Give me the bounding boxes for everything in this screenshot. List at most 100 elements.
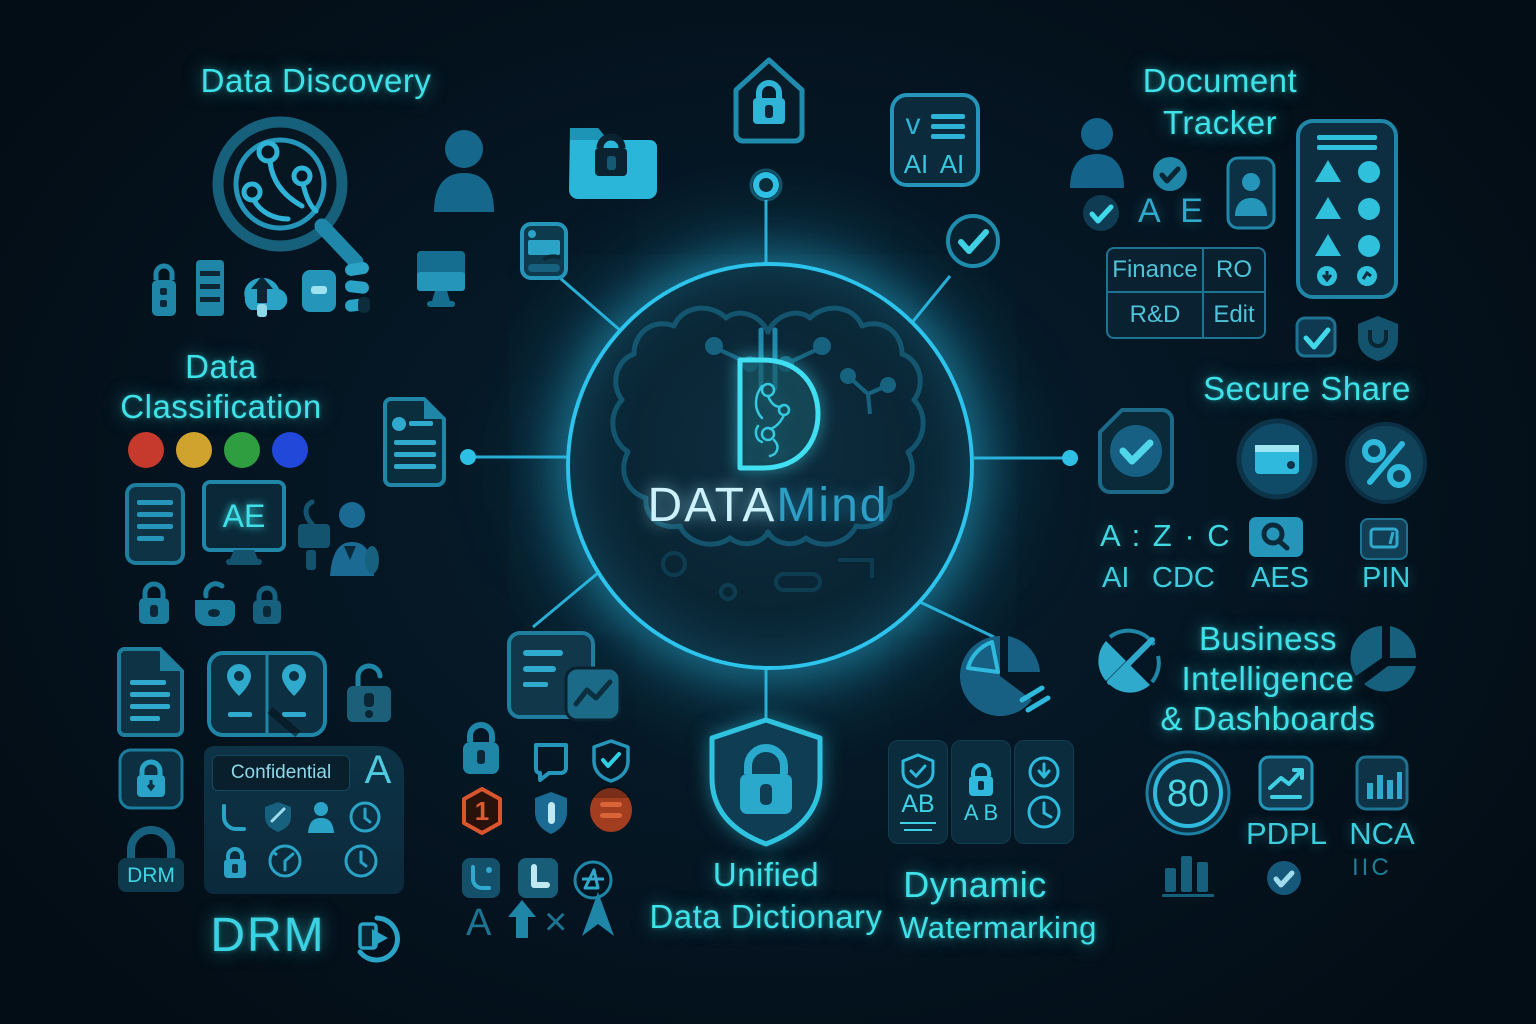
brand-mind: Mind <box>776 479 889 532</box>
label-cdc: CDC <box>1152 562 1215 594</box>
ae-monitor-label: AE <box>223 498 266 534</box>
confidential-letter-a: A <box>364 748 392 792</box>
wm-ab1-label: AB <box>901 790 935 818</box>
user-icon <box>434 130 494 212</box>
pin-badge-icon <box>1360 518 1408 560</box>
lock-closed-icon-1 <box>139 581 169 624</box>
permissions-table: Finance RO R&D Edit <box>1106 247 1266 339</box>
card-photo-icon <box>520 222 568 280</box>
brain-icon <box>610 305 926 601</box>
label-pin: PIN <box>1362 562 1411 594</box>
bi-title-1: Business <box>1199 620 1337 657</box>
card-circle-icon <box>1236 418 1318 500</box>
ai-card-ai1: AI <box>904 149 929 179</box>
clock-small-icon-2 <box>344 844 378 878</box>
dot-yellow <box>176 432 212 468</box>
confidential-label: Confidential <box>212 755 350 791</box>
compass-icon <box>573 860 613 900</box>
clock-small-icon-1 <box>349 801 381 833</box>
wm-clock-down-icon <box>1028 756 1060 787</box>
label-iic: IIC <box>1352 854 1392 881</box>
brand-data: DATA <box>647 479 777 532</box>
udd-title-2: Data Dictionary <box>649 898 883 935</box>
brand-wordmark: DATAMind <box>566 478 970 533</box>
sim-check-icon <box>1098 408 1174 494</box>
tracker-user-icon <box>1070 118 1124 188</box>
drm-small-label: DRM <box>127 864 175 887</box>
wm-cell-time <box>1014 740 1074 844</box>
wm-shield-icon <box>901 753 935 789</box>
document-tracker-title-1: Document <box>1142 62 1298 99</box>
label-nca: NCA <box>1349 816 1415 851</box>
wm-cell-lock: A B <box>951 740 1011 844</box>
home-lock-icon <box>733 57 805 144</box>
lock-closed-icon-2 <box>253 585 281 624</box>
classified-doc-icon <box>125 483 185 565</box>
data-classification-title-1: Data <box>185 348 257 385</box>
document-node-icon <box>383 397 446 487</box>
doc-chart-icon <box>507 631 622 722</box>
lock-square-icon <box>118 748 184 810</box>
hex-one-label: 1 <box>475 796 489 826</box>
ai-card-v: v <box>906 108 921 141</box>
red-equal-icon <box>590 786 632 832</box>
lock-alert-icon <box>347 663 391 722</box>
server-icon <box>196 260 224 316</box>
watermark-title-1: Dynamic <box>903 864 1047 905</box>
lock-open-icon <box>195 581 235 626</box>
bar-chart-small-icon <box>1162 856 1214 897</box>
data-discovery-title: Data Discovery <box>200 62 432 99</box>
table-cell-ro: RO <box>1204 249 1264 293</box>
shield-one-icon <box>535 792 567 834</box>
ai-card-ai2: AI <box>940 149 965 179</box>
drm-big-label: DRM <box>210 909 326 962</box>
bi-title-2: Intelligence <box>1181 660 1355 697</box>
shield-check-icon-bc <box>592 739 630 783</box>
upload-icon <box>244 276 288 317</box>
dot-blue <box>272 432 308 468</box>
drm-rotate-icon <box>357 915 400 963</box>
doc-lines-icon <box>117 647 184 737</box>
drm-lock-small-icon: DRM <box>118 826 184 892</box>
pdpl-chart-icon <box>1258 755 1314 811</box>
analyst-desk-icon <box>298 499 379 576</box>
shield-pen-icon <box>265 802 291 832</box>
udd-title-1: Unified <box>712 856 820 893</box>
percent-circle-icon <box>1345 422 1427 504</box>
box-icon <box>302 270 336 312</box>
monitor-icon <box>417 251 465 307</box>
folder-lock-icon <box>569 128 657 199</box>
label-pdpl: PDPL <box>1246 816 1327 851</box>
label-aes: AES <box>1251 562 1310 594</box>
pie-cross-icon <box>1098 628 1161 693</box>
dot-red <box>128 432 164 468</box>
hex-badge-one-icon: 1 <box>462 787 502 835</box>
d-logo <box>737 357 821 471</box>
secure-share-title: Secure Share <box>1203 370 1411 407</box>
wm-clock-icon <box>1027 795 1061 828</box>
nav-arrow-icon <box>582 892 614 936</box>
bi-check-icon <box>1267 861 1301 895</box>
ai-doc-card: v AI AI <box>890 93 980 187</box>
tracker-check-badge-icon <box>1153 157 1187 191</box>
wm-underline-1 <box>900 822 936 824</box>
gauge-80-icon: 80 <box>1145 750 1231 836</box>
timer-icon <box>268 844 302 878</box>
discovery-magnifier-icon <box>212 116 364 270</box>
wm-cell-shield: AB <box>888 740 948 844</box>
watermark-panel: AB A B <box>888 740 1074 844</box>
tracker-list-panel <box>1296 119 1398 299</box>
confidential-panel: Confidential A <box>204 746 404 894</box>
pie-pulled-icon <box>960 636 1051 716</box>
shield-lock-icon <box>709 717 823 847</box>
ae-monitor-icon: AE <box>202 480 286 565</box>
tracker-ae-label: A E <box>1138 192 1209 230</box>
chat-bubble-icon <box>534 743 568 782</box>
person-small-icon <box>308 802 334 833</box>
watermark-title-2: Watermarking <box>899 910 1097 945</box>
dot-green <box>224 432 260 468</box>
pie-slice-icon <box>1350 626 1417 692</box>
bi-title-3: & Dashboards <box>1160 700 1376 737</box>
nca-bars-icon <box>1355 755 1409 811</box>
